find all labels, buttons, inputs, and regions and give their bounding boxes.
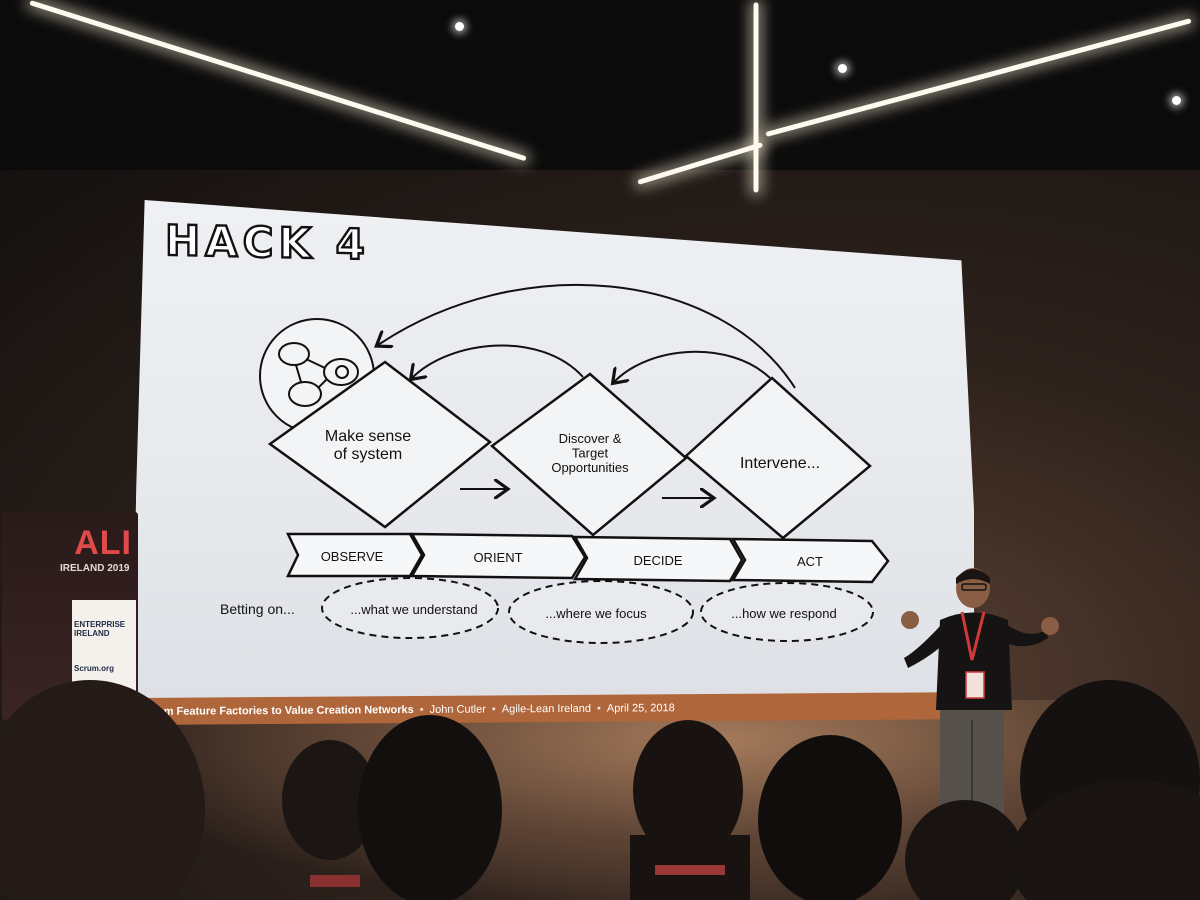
feedback-arrow (412, 344, 584, 378)
ooda-chevron-decide (572, 535, 744, 583)
ceiling-spotlight (1172, 96, 1181, 105)
bet-ellipse (700, 582, 874, 642)
bet-label: ...how we respond (731, 606, 837, 621)
ooda-label-act: ACT (797, 554, 823, 569)
audience-silhouettes (0, 680, 1200, 900)
feedback-arrow (378, 283, 796, 389)
ooda-label-decide: DECIDE (633, 553, 682, 568)
sponsor-enterprise-ireland: ENTERPRISE IRELAND (74, 620, 126, 638)
ceiling-spotlight (838, 64, 847, 73)
event-location: IRELAND 2019 (60, 563, 130, 574)
stage-diamond (267, 360, 493, 529)
bet-ellipse (508, 580, 694, 644)
bet-ellipse (321, 577, 499, 639)
bet-label: ...what we understand (350, 602, 477, 617)
stage-diamond (684, 376, 872, 540)
sponsor-scrum-org: Scrum.org (74, 664, 115, 673)
feedback-arrow (614, 350, 771, 382)
stage-label: Intervene... (740, 455, 820, 472)
ooda-label-observe: OBSERVE (321, 549, 384, 564)
bet-label: ...where we focus (545, 606, 647, 621)
event-logo: ALI (74, 524, 132, 562)
ooda-chevron-act (730, 537, 890, 584)
ooda-label-orient: ORIENT (473, 550, 522, 565)
ooda-chevron-orient (409, 532, 587, 580)
stage-diamond (490, 372, 688, 537)
ceiling-spotlight (455, 22, 464, 31)
ooda-chevron-observe (286, 532, 424, 578)
betting-label: Betting on... (220, 601, 295, 617)
